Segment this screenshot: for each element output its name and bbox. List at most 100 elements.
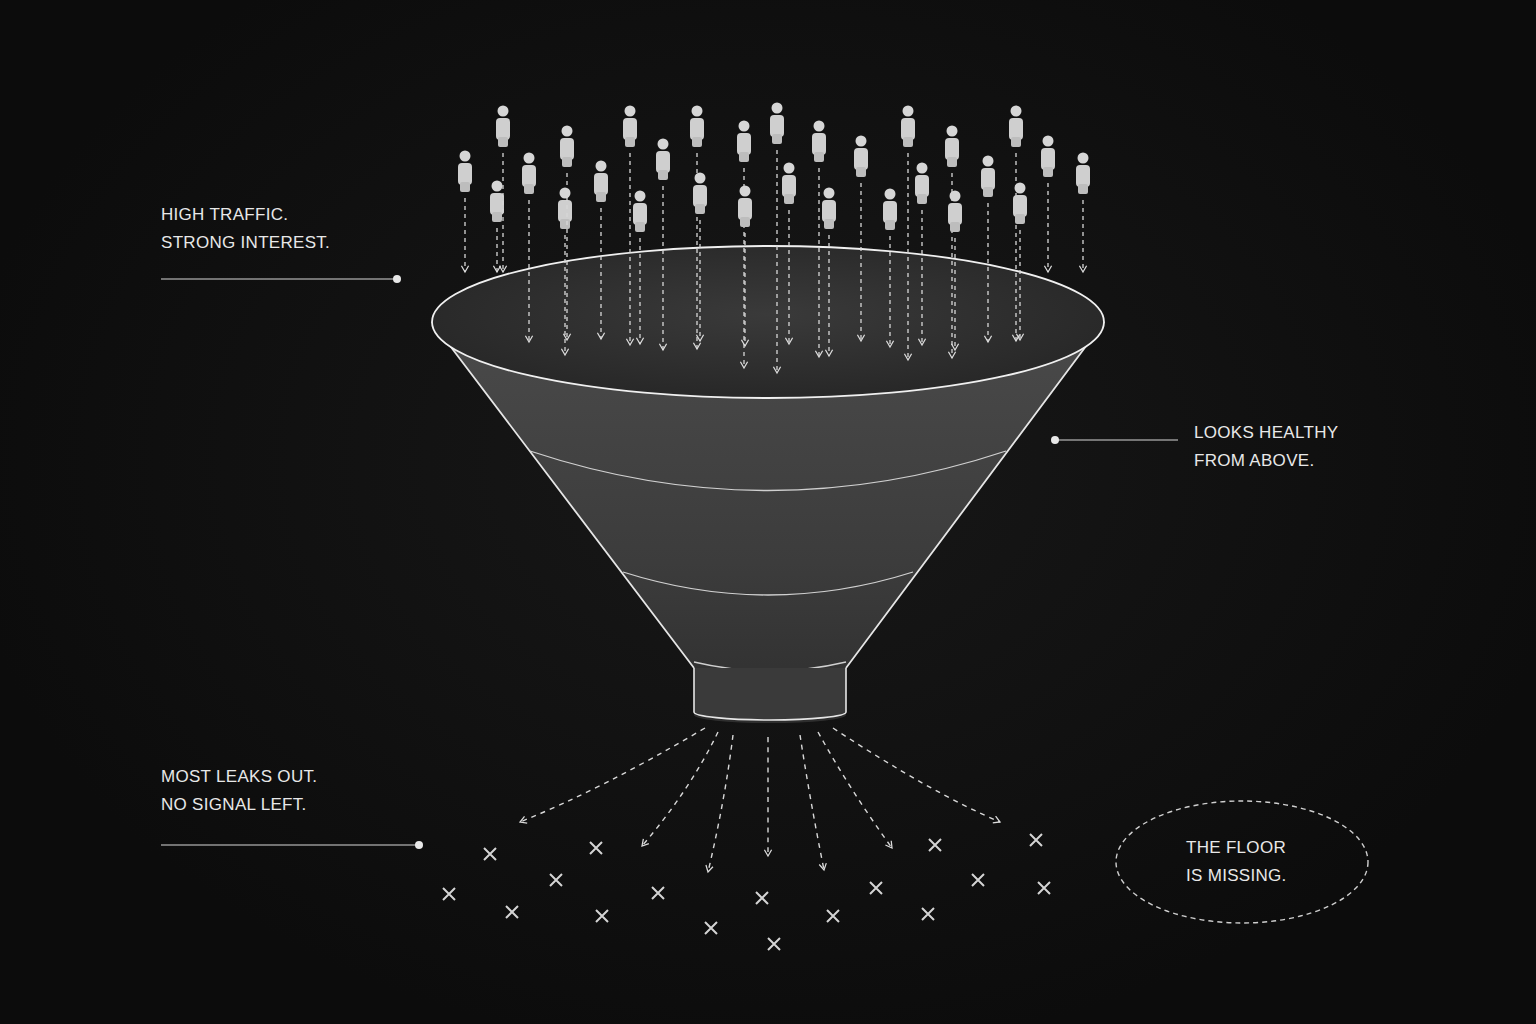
- inflow-arrow: [502, 153, 503, 272]
- lost-mark: [484, 848, 496, 860]
- person-icon: [656, 139, 670, 181]
- person-icon: [496, 106, 510, 148]
- leader-dot: [415, 841, 423, 849]
- lost-mark: [870, 882, 882, 894]
- annotation-text: MOST LEAKS OUT. NO SIGNAL LEFT.: [161, 767, 317, 814]
- inflow-arrow: [464, 198, 465, 272]
- lost-mark: [929, 839, 941, 851]
- leak-arrow: [833, 728, 1000, 822]
- leak-arrows: [520, 728, 1000, 872]
- funnel-band: [530, 451, 1006, 491]
- person-icon: [623, 106, 637, 148]
- inflow-arrow: [907, 153, 908, 360]
- annotation-text: LOOKS HEALTHY FROM ABOVE.: [1194, 423, 1338, 470]
- person-icon: [738, 186, 752, 228]
- person-icon: [948, 191, 962, 233]
- annotation-label: LOOKS HEALTHY FROM ABOVE.: [1194, 419, 1364, 475]
- lost-mark: [827, 910, 839, 922]
- person-icon: [981, 156, 995, 198]
- people-group: [458, 103, 1090, 374]
- inflow-arrow: [1082, 200, 1083, 272]
- lost-marks: [443, 834, 1050, 950]
- annotation-label: HIGH TRAFFIC. STRONG INTEREST.: [161, 201, 346, 257]
- ellipse-outline: [1115, 800, 1369, 924]
- leader-dot: [393, 275, 401, 283]
- inflow-arrow: [828, 235, 829, 356]
- person-icon: [594, 161, 608, 203]
- person-icon: [883, 189, 897, 231]
- person-icon: [1076, 153, 1090, 195]
- person-icon: [1041, 136, 1055, 178]
- leak-arrow: [520, 728, 705, 822]
- lost-mark: [443, 888, 455, 900]
- person-icon: [901, 106, 915, 148]
- person-icon: [490, 181, 504, 223]
- inflow-arrow: [1047, 183, 1048, 272]
- leak-arrow: [642, 732, 718, 846]
- person-icon: [633, 191, 647, 233]
- inflow-arrow: [921, 210, 922, 345]
- funnel-rim: [432, 246, 1104, 398]
- lost-mark: [705, 922, 717, 934]
- leak-arrow: [800, 735, 824, 870]
- inflow-arrow: [566, 173, 567, 340]
- inflow-arrow: [776, 150, 777, 373]
- lost-mark: [506, 906, 518, 918]
- leak-arrow: [708, 735, 733, 872]
- person-icon: [737, 121, 751, 163]
- inflow-arrow: [987, 203, 988, 342]
- annotation-text: HIGH TRAFFIC. STRONG INTEREST.: [161, 205, 330, 252]
- ellipse-border: [1116, 801, 1368, 923]
- annotation-label: MOST LEAKS OUT. NO SIGNAL LEFT.: [161, 763, 333, 819]
- lost-mark: [550, 874, 562, 886]
- lost-mark: [1038, 882, 1050, 894]
- inflow-arrow: [788, 210, 789, 344]
- inflow-arrow: [818, 168, 819, 357]
- inflow-arrow: [528, 200, 529, 342]
- inflow-arrow: [639, 238, 640, 344]
- inflow-arrow: [496, 228, 497, 272]
- inflow-arrow: [889, 236, 890, 347]
- person-icon: [822, 188, 836, 230]
- person-icon: [812, 121, 826, 163]
- funnel-neck: [694, 668, 846, 720]
- person-icon: [693, 173, 707, 215]
- leader-line: [161, 844, 416, 845]
- person-icon: [458, 151, 472, 193]
- inflow-arrow: [860, 183, 861, 341]
- inflow-arrow: [662, 186, 663, 350]
- person-icon: [690, 106, 704, 148]
- person-icon: [560, 126, 574, 168]
- dashed-ellipse-note: THE FLOOR IS MISSING.: [1115, 800, 1369, 924]
- note-text: THE FLOOR IS MISSING.: [1186, 834, 1298, 890]
- inflow-arrow: [1019, 230, 1020, 340]
- lost-mark: [596, 910, 608, 922]
- lost-mark: [922, 908, 934, 920]
- person-icon: [854, 136, 868, 178]
- lost-mark: [1030, 834, 1042, 846]
- inflow-arrow: [600, 208, 601, 339]
- inflow-arrow: [564, 235, 565, 355]
- inflow-arrow: [954, 238, 955, 350]
- leader-line: [161, 278, 394, 279]
- lost-mark: [652, 887, 664, 899]
- lost-mark: [756, 892, 768, 904]
- leak-arrow: [767, 737, 768, 856]
- leak-arrow: [818, 732, 892, 848]
- person-icon: [770, 103, 784, 145]
- person-icon: [915, 163, 929, 205]
- lost-mark: [972, 874, 984, 886]
- inflow-arrow: [629, 153, 630, 345]
- lost-mark: [768, 938, 780, 950]
- funnel-band: [623, 572, 913, 595]
- person-icon: [782, 163, 796, 205]
- person-icon: [558, 188, 572, 230]
- person-icon: [1013, 183, 1027, 225]
- inflow-arrow: [744, 233, 745, 346]
- inflow-arrow: [1015, 153, 1016, 341]
- inflow-arrow: [699, 220, 700, 341]
- leader-line: [1058, 439, 1178, 440]
- person-icon: [522, 153, 536, 195]
